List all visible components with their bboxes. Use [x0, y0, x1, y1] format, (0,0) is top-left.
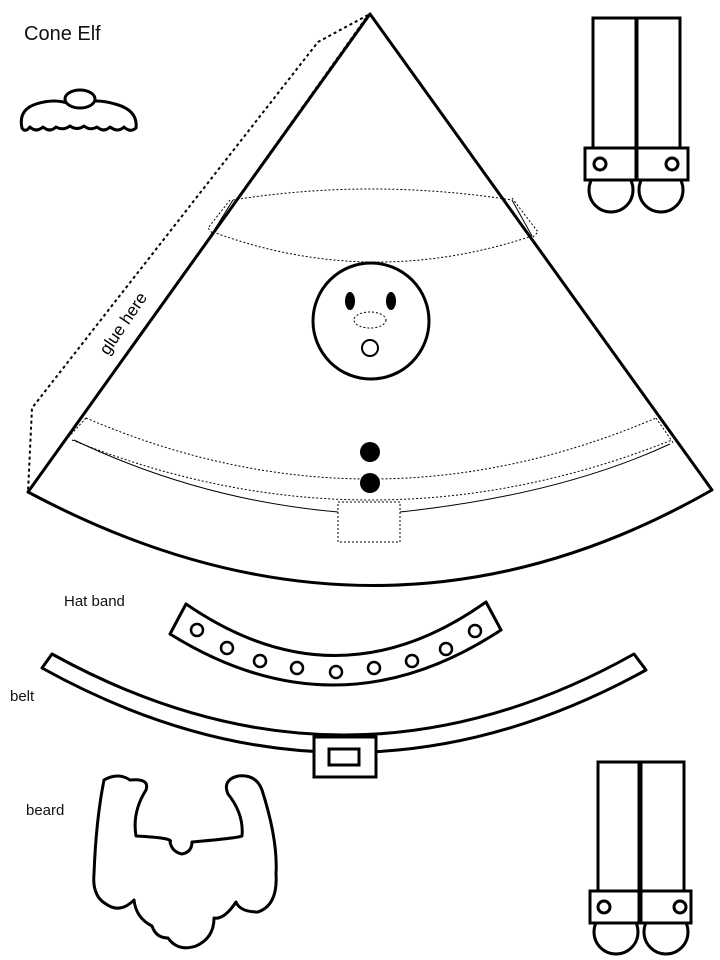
hat-band-label: Hat band [64, 593, 125, 610]
leg-set-top [583, 16, 690, 214]
nose-outline [353, 311, 387, 329]
cone-body-piece [26, 12, 714, 587]
page-title: Cone Elf [24, 23, 101, 45]
belt-label: belt [10, 688, 35, 705]
leg-set-bottom [588, 760, 693, 956]
mouth [361, 339, 379, 357]
hat-band-piece [168, 600, 503, 687]
belt-piece [40, 652, 648, 779]
mustache-piece [19, 88, 138, 132]
left-eye [345, 292, 355, 310]
body-button-top [360, 442, 380, 462]
beard-piece [92, 774, 278, 950]
right-eye [386, 292, 396, 310]
beard-label: beard [26, 802, 65, 819]
body-button-bottom [360, 473, 380, 493]
face-circle [311, 261, 431, 381]
